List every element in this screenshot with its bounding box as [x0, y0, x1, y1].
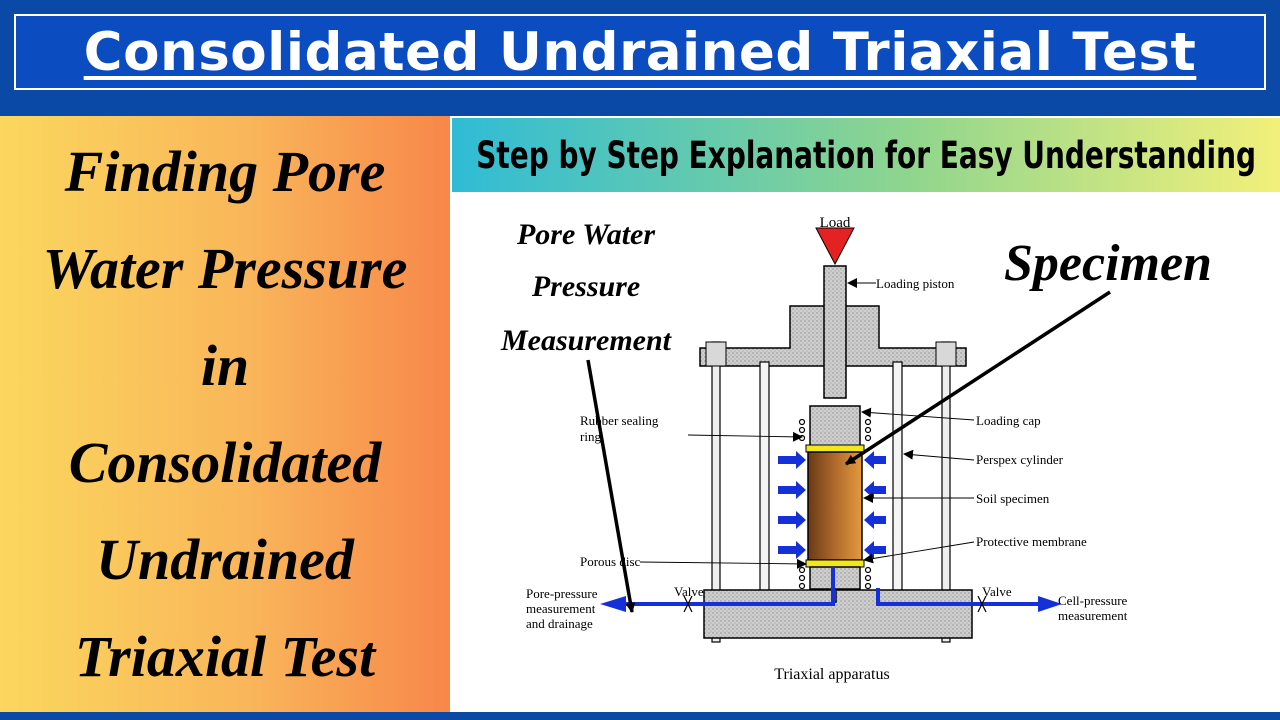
valve-left-label: Valve [674, 584, 704, 599]
left-heading-line: Triaxial Test [74, 624, 376, 689]
rubber-ring-label: ring [580, 429, 601, 444]
subtitle-bar: Step by Step Explanation for Easy Unders… [452, 118, 1280, 192]
pore-callout-line: Pressure [531, 270, 640, 303]
loading-cap-label: Loading cap [976, 413, 1041, 428]
cell-pressure-outlet-arrow [1038, 596, 1062, 612]
cell-pressure-arrows-right [864, 451, 886, 559]
left-heading-line: in [200, 333, 250, 398]
left-panel: Finding Pore Water Pressure in Consolida… [0, 116, 450, 712]
pore-pressure-label: measurement [526, 601, 596, 616]
valve-right-icon [977, 595, 987, 613]
valve-left-icon [683, 595, 693, 613]
load-arrow [815, 227, 855, 266]
porous-disc-bottom [805, 559, 865, 568]
pore-pressure-callout-arrow [586, 359, 636, 613]
pore-callout-line: Measurement [500, 324, 673, 357]
left-heading-line: Consolidated [68, 430, 382, 495]
left-heading-line: Undrained [96, 527, 354, 592]
perspex-cylinder-wall [892, 361, 903, 593]
title-box: Consolidated Undrained Triaxial Test [14, 14, 1266, 90]
specimen-callout-arrow [845, 290, 1111, 466]
left-heading-line: Finding Pore [64, 139, 386, 204]
perspex-cylinder-label: Perspex cylinder [976, 452, 1064, 467]
triaxial-diagram: Load [452, 192, 1280, 712]
porous-disc-label: Porous disc [580, 554, 641, 569]
protective-membrane-label: Protective membrane [976, 534, 1087, 549]
load-label: Load [820, 215, 851, 231]
left-heading-line: Water Pressure [42, 236, 408, 301]
cell-pressure-label: measurement [1058, 608, 1128, 623]
loading-piston [823, 265, 847, 399]
diagram-caption: Triaxial apparatus [774, 666, 889, 683]
left-heading: Finding Pore Water Pressure in Consolida… [43, 123, 408, 705]
page-title: Consolidated Undrained Triaxial Test [83, 21, 1197, 83]
leader-lines [639, 278, 975, 569]
subtitle: Step by Step Explanation for Easy Unders… [476, 133, 1256, 177]
nut [705, 341, 727, 367]
bottom-bar [0, 712, 1280, 720]
cell-pressure-label: Cell-pressure [1058, 593, 1128, 608]
pore-callout-line: Pore Water [516, 218, 655, 251]
soil-specimen-label: Soil specimen [976, 491, 1050, 506]
soil-specimen [807, 451, 863, 561]
loading-piston-label: Loading piston [876, 276, 955, 291]
cell-pressure-arrows-left [778, 451, 806, 559]
loading-cap [809, 405, 861, 447]
valve-right-label: Valve [982, 584, 1012, 599]
rubber-ring-label: Rubber sealing [580, 413, 659, 428]
pore-pressure-label: and drainage [526, 616, 593, 631]
triaxial-apparatus-svg: Load [500, 215, 1212, 683]
apparatus-base [703, 589, 973, 639]
porous-disc-top [805, 444, 865, 453]
title-banner: Consolidated Undrained Triaxial Test [0, 0, 1280, 116]
nut [935, 341, 957, 367]
perspex-cylinder-wall [759, 361, 770, 593]
pore-pressure-label: Pore-pressure [526, 586, 598, 601]
pore-pressure-outlet-arrow [600, 596, 626, 612]
specimen-callout: Specimen [1004, 235, 1212, 292]
drainage-channel-right [876, 588, 1042, 606]
drainage-channel-left [622, 567, 835, 606]
